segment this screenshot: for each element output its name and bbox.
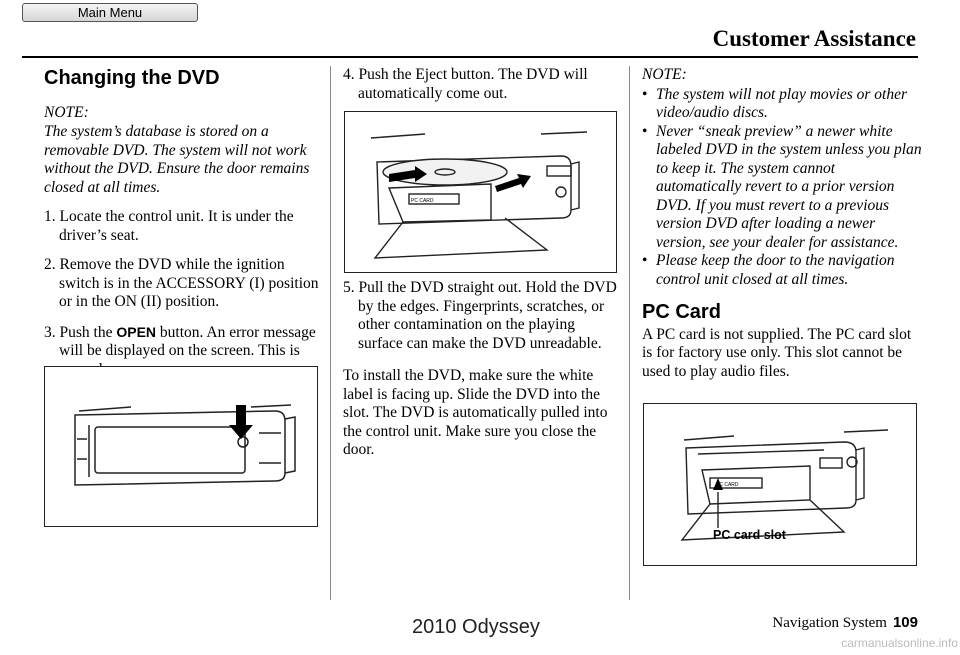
notes-list: • The system will not play movies or othe… [642, 86, 924, 290]
note-label-2: NOTE: [642, 66, 687, 83]
step-1: 1. Locate the control unit. It is under … [44, 208, 294, 244]
dvd-eject-illustration: PC CARD [370, 131, 588, 259]
install-instructions: To install the DVD, make sure the white … [343, 367, 608, 458]
arrow-left-icon [389, 166, 427, 182]
pc-card-slot-illustration: PC CARD [680, 429, 889, 541]
figure-open-button [44, 366, 318, 527]
figure-pc-card-slot: PC CARD PC card slot [643, 403, 917, 566]
bullet: • [642, 85, 648, 103]
note-item-text: Please keep the door to the navigation c… [656, 252, 895, 288]
control-unit-closed-illustration [74, 404, 296, 486]
step-2: 2. Remove the DVD while the ignition swi… [44, 256, 319, 310]
note-text: The system’s database is stored on a rem… [44, 123, 310, 196]
note-item: • Never “sneak preview” a newer white lab… [642, 123, 924, 253]
footer-nav-label: Navigation System [772, 615, 887, 631]
column-notes-pc-card: NOTE: • The system will not play movies o… [642, 66, 924, 381]
figure-slot-label-2: PC CARD [716, 482, 739, 488]
step-5: 5. Pull the DVD straight out. Hold the D… [343, 279, 617, 352]
arrow-right-icon [495, 174, 531, 192]
step-3-text-a: 3. Push the [44, 323, 117, 341]
column-divider-1 [330, 66, 331, 600]
header-rule [22, 56, 918, 58]
watermark: carmanualsonline.info [841, 636, 958, 650]
bullet: • [642, 122, 648, 140]
column-changing-dvd: Changing the DVD NOTE: The system’s data… [44, 66, 324, 379]
footer-navigation: Navigation System 109 [772, 614, 918, 632]
step-3: 3. Push the OPEN button. An error messag… [44, 323, 324, 380]
section-heading-pc-card: PC Card [642, 301, 721, 323]
step-4: 4. Push the Eject button. The DVD will a… [343, 66, 588, 102]
column-eject: 4. Push the Eject button. The DVD will a… [343, 66, 623, 460]
note-item-text: Never “sneak preview” a newer white labe… [656, 122, 922, 251]
note-item-text: The system will not play movies or other… [656, 85, 907, 122]
page-title: Customer Assistance [712, 26, 916, 51]
column-divider-2 [629, 66, 630, 600]
bullet: • [642, 252, 648, 269]
figure-eject-dvd: PC CARD [344, 111, 617, 273]
step-3-text-b: button. An error message will be display… [59, 323, 316, 378]
arrow-down-icon [229, 405, 253, 439]
note-item: • The system will not play movies or othe… [642, 86, 924, 123]
note-label: NOTE: [44, 103, 89, 121]
note-item: • Please keep the door to the navigation … [642, 252, 924, 289]
main-menu-button[interactable]: Main Menu [22, 3, 198, 22]
page-number: 109 [892, 614, 918, 631]
section-heading-changing-dvd: Changing the DVD [44, 67, 220, 89]
open-button-word: OPEN [116, 323, 157, 340]
pc-card-text: A PC card is not supplied. The PC card s… [642, 325, 912, 380]
figure-caption: PC card slot [713, 528, 786, 542]
footer-model: 2010 Odyssey [412, 616, 540, 638]
arrow-up-icon [713, 478, 723, 490]
figure-slot-label: PC CARD [411, 198, 434, 204]
